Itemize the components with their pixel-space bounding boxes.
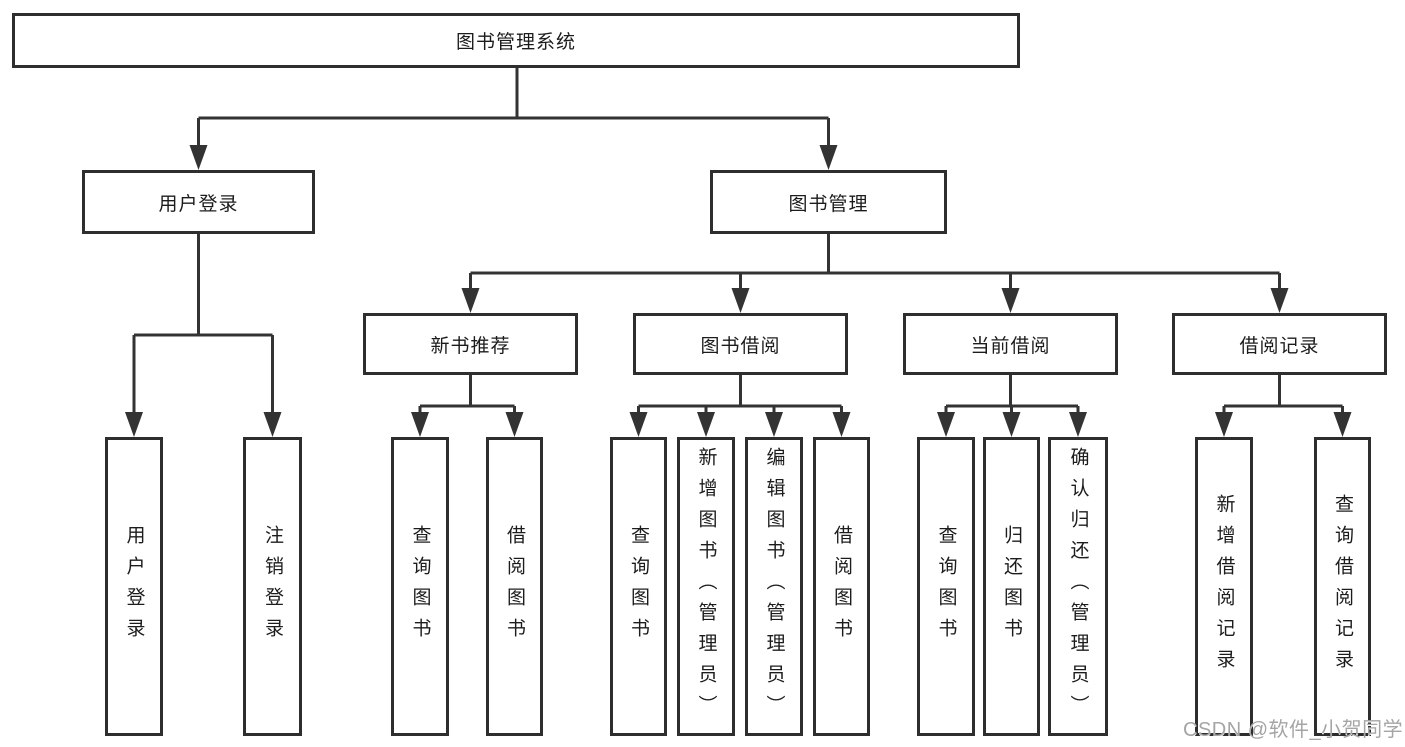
node-book-management: 图书管理 — [710, 170, 947, 234]
node-root-system: 图书管理系统 — [12, 13, 1020, 68]
node-borrow-records: 借阅记录 — [1172, 313, 1387, 375]
leaf-query-borrow-record: 查询借阅记录 — [1314, 437, 1371, 736]
leaf-query-books-current: 查询图书 — [917, 437, 975, 736]
node-user-login: 用户登录 — [82, 170, 315, 234]
leaf-edit-book-admin: 编辑图书（管理员） — [745, 437, 803, 736]
leaf-user-login: 用户登录 — [105, 437, 163, 736]
leaf-query-books-recommend: 查询图书 — [391, 437, 449, 736]
node-current-borrow: 当前借阅 — [903, 313, 1118, 375]
leaf-return-book: 归还图书 — [983, 437, 1040, 736]
leaf-add-borrow-record: 新增借阅记录 — [1195, 437, 1253, 736]
leaf-logout: 注销登录 — [243, 437, 302, 736]
arrowheads — [125, 145, 1352, 437]
leaf-borrow-books-borrow: 借阅图书 — [813, 437, 870, 736]
node-book-borrow: 图书借阅 — [633, 313, 848, 375]
connector-strokes — [132, 68, 1344, 413]
leaf-add-book-admin: 新增图书（管理员） — [677, 437, 735, 736]
node-new-book-recommend: 新书推荐 — [363, 313, 578, 375]
leaf-query-books-borrow: 查询图书 — [610, 437, 667, 736]
leaf-confirm-return-admin: 确认归还（管理员） — [1048, 437, 1108, 736]
leaf-borrow-books-recommend: 借阅图书 — [486, 437, 543, 736]
csdn-watermark: CSDN @软件_小贺同学 — [1183, 719, 1404, 741]
